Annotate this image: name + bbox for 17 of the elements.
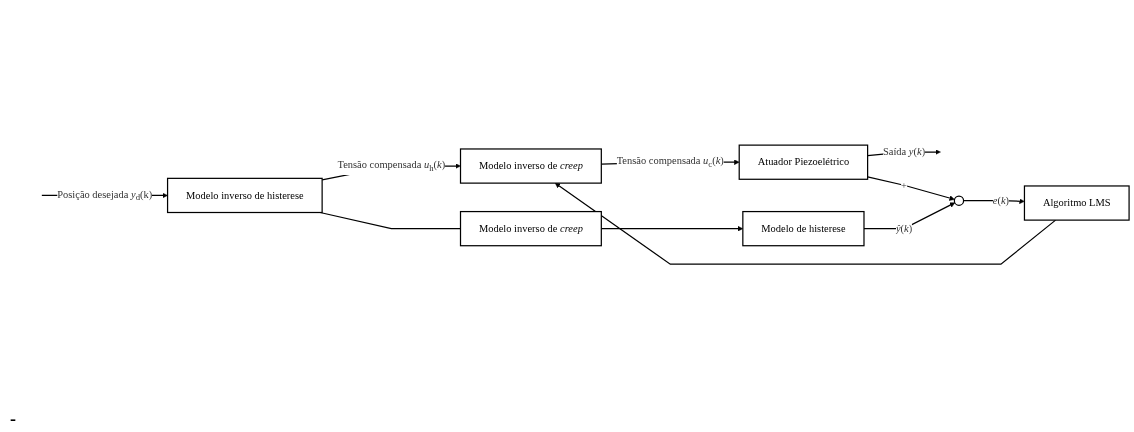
edge-label: +	[901, 179, 908, 191]
node-box: Modelo inverso de creep	[459, 210, 602, 247]
node-box: Modelo inverso de creep	[459, 148, 602, 184]
edge-label: Saída y(k)	[883, 146, 926, 158]
arrow	[554, 182, 1057, 265]
node-box: Atuador Piezoelétrico	[738, 144, 869, 180]
edge-label: Posição desejada y$_{d}$(k)	[57, 188, 153, 203]
node-box: Modelo inverso de histerese	[166, 177, 323, 214]
arrow	[863, 202, 956, 230]
node-box: Modelo de histerese	[742, 210, 865, 247]
edge-label: ŷ(k)	[895, 222, 913, 235]
edge-label: Tensão compensada u$_{c}$(k)	[616, 155, 724, 170]
edge-label: e(k)	[992, 194, 1010, 207]
sign-label: -	[10, 409, 16, 430]
node-circle	[953, 195, 965, 206]
node-box: Algoritmo LMS	[1023, 185, 1130, 221]
edge-label: Tensão compensada u$_{h}$(k)	[337, 159, 446, 173]
